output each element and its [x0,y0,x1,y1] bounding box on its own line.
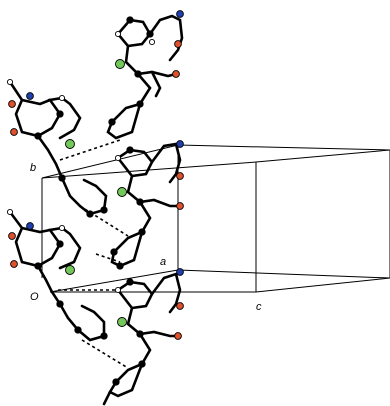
bond [150,272,182,314]
atom-oxygen [10,128,18,136]
atom-chlorine [115,59,125,69]
cell-edge [255,277,390,293]
bond [20,226,52,234]
atom-oxygen [174,40,182,48]
molecule [110,140,184,270]
molecule [6,208,108,342]
bond [36,264,106,342]
atom-chlorine [65,265,75,275]
atom-hydrogen [6,208,14,216]
atom-carbon [58,174,66,182]
atom-nitrogen [26,222,34,230]
bond [116,280,154,310]
atom-chlorine [117,317,127,327]
bond [8,210,82,270]
atom-carbon [108,118,116,126]
axis-label-c: c [256,301,262,313]
axis-label-b: b [30,162,36,174]
atom-chlorine [65,139,75,149]
bond [126,174,182,208]
atom-carbon [136,198,144,206]
atom-carbon [136,100,144,108]
hydrogen-bonds [58,139,129,369]
atom-carbon [74,326,82,334]
unit-cell [41,144,390,293]
bond [126,306,180,338]
cell-edge [41,144,179,179]
cell-edge [177,269,390,279]
atom-carbon [56,110,64,118]
atom-chlorine [117,187,127,197]
atom-carbon [56,240,64,248]
atom-carbon [100,206,108,214]
atom-carbon [112,378,120,386]
atom-nitrogen [176,140,184,148]
atom-carbon [100,332,108,340]
atom-oxygen [176,302,184,310]
bond [148,14,184,62]
atom-carbon [126,146,134,154]
atom-carbon [34,262,42,270]
bond [116,18,152,48]
atom-oxygen [8,232,16,240]
atom-nitrogen [26,92,34,100]
atom-carbon [138,360,146,368]
hydrogen-bond [59,139,121,161]
atom-hydrogen [148,38,156,46]
bond [150,70,162,98]
atom-hydrogen [58,224,66,232]
atom-oxygen [176,172,184,180]
atom-carbon [136,330,144,338]
bond [124,44,178,78]
bond [150,142,182,184]
atom-oxygen [174,332,182,340]
axis-label-origin: O [30,291,39,303]
atom-nitrogen [176,268,184,276]
atom-carbon [110,248,118,256]
molecule [106,10,184,140]
atom-nitrogen [176,10,184,18]
atom-oxygen [172,70,180,78]
atom-carbon [126,16,134,24]
atom-carbon [138,228,146,236]
atom-hydrogen [114,286,122,294]
atom-carbon [116,262,124,270]
atom-carbon [34,132,42,140]
atom-hydrogen [114,30,122,38]
atom-carbon [146,30,154,38]
atom-carbon [134,70,142,78]
atom-oxygen [176,202,184,210]
bond [106,72,152,140]
hydrogen-bond [81,339,129,369]
hydrogen-bond [95,253,121,263]
atom-oxygen [8,100,16,108]
bond [8,80,82,140]
cell-edge [255,149,390,163]
atom-oxygen [10,260,18,268]
atom-carbon [126,278,134,286]
axis-label-a: a [160,256,166,268]
bond [20,98,52,106]
cell-edge [177,144,390,151]
atom-carbon [56,300,64,308]
bond [102,390,112,406]
atom-hydrogen [6,78,14,86]
cell-edge [49,269,179,293]
molecule [6,78,108,218]
molecule [102,268,184,406]
atom-hydrogen [114,154,122,162]
atom-hydrogen [58,94,66,102]
